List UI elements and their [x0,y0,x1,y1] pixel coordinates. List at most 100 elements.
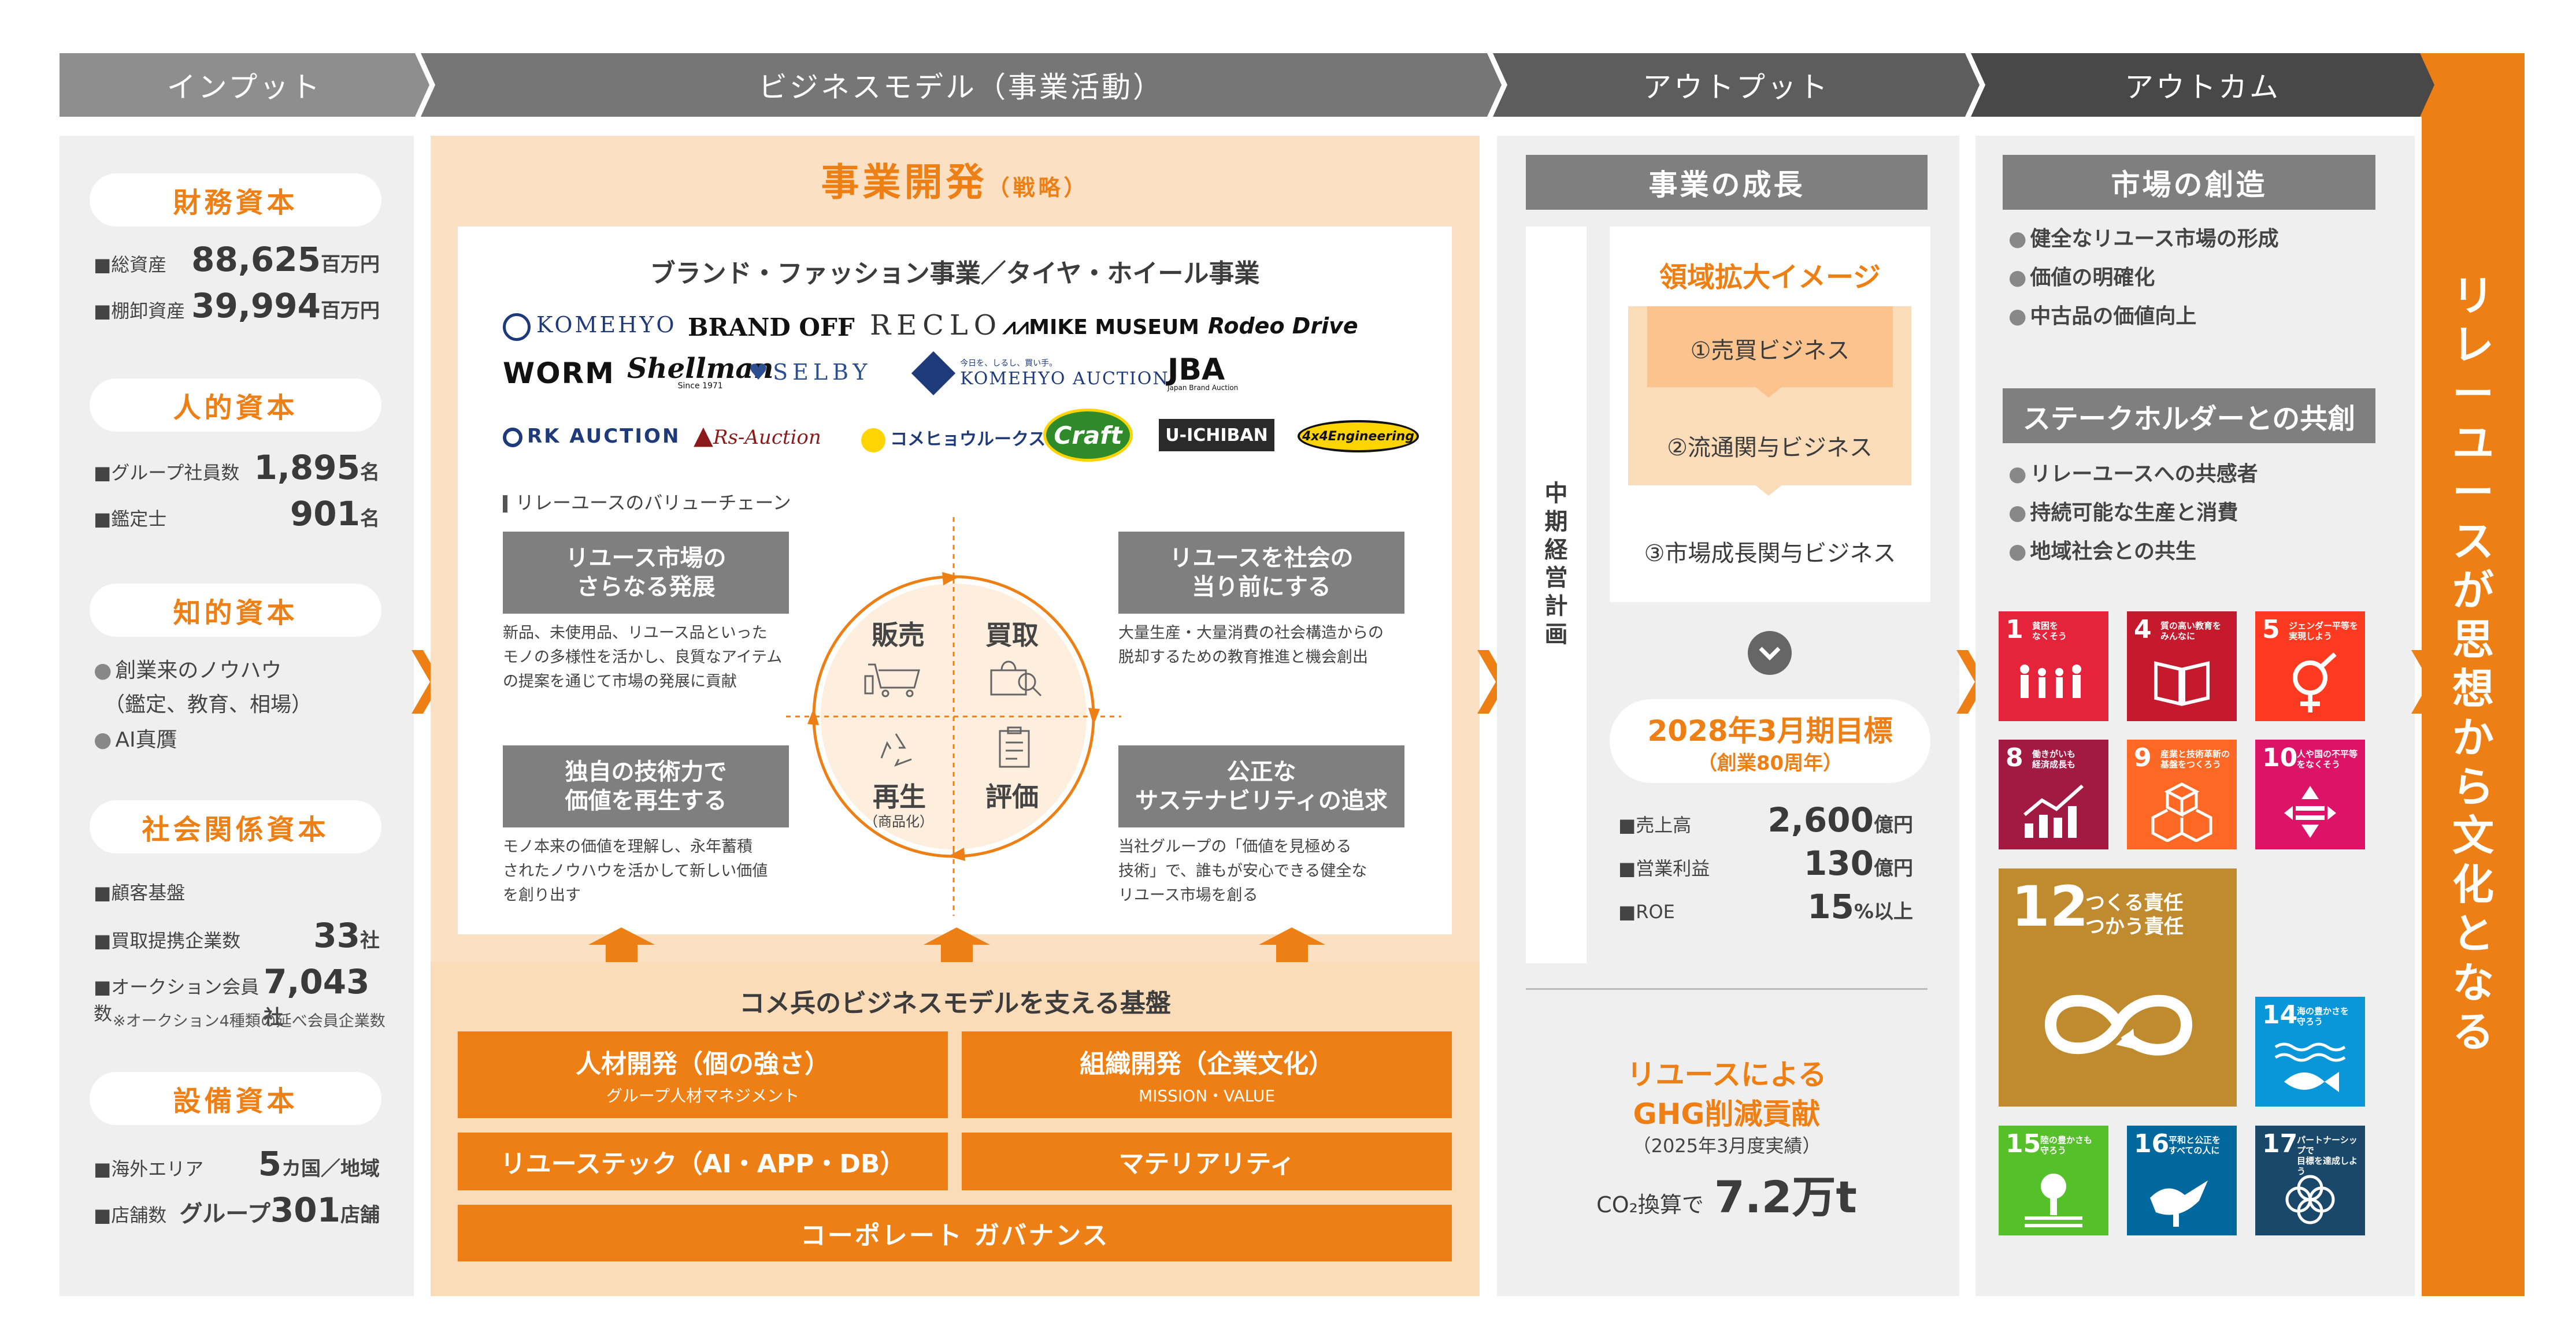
target-title: 2028年3月期目標 [1647,714,1893,748]
selby-heart-icon: ♥ [748,359,773,385]
ghg-title-1: リユースによる [1626,1058,1827,1092]
evaluation-clipboard-icon [999,726,1030,768]
quadrant-tr-title: リユースを社会の当り前にする [1118,532,1404,614]
brand-komehyo: KOMEHYO [503,312,677,341]
chevron-down-icon [1748,631,1792,675]
midterm-label: 中期経営計画 [1544,480,1568,648]
komehyo-logo-icon [503,313,531,341]
header-model: ビジネスモデル（事業活動） [421,53,1502,117]
brand-rodeodrive: Rodeo Drive [1208,313,1358,339]
brand-komehyo-lux: コメヒョウルークス [861,425,1046,452]
header-input: インプット [60,53,429,117]
facility-row-1: ■店舗数 グループ301店舗 [94,1190,380,1230]
quadrant-br-title: 公正なサステナビリティの追求 [1118,745,1404,827]
stakeholder-title: ステークホルダーとの共創 [2003,388,2375,443]
header-outcome-label: アウトカム [2125,70,2281,104]
foundation-title: コメ兵のビジネスモデルを支える基盤 [739,989,1171,1018]
market-item-1: 価値の明確化 [2008,263,2155,293]
intellectual-item-0: 創業来のノウハウ [94,656,281,686]
social-row-1: ■買取提携企業数 33社 [94,916,380,955]
human-row-0: ■グループ社員数 1,895名 [94,448,380,487]
market-item-0: 健全なリユース市場の形成 [2008,224,2278,254]
target-row-0: ■売上高 2,600億円 [1618,800,1913,840]
sdg-12-infinity-icon [2044,994,2193,1056]
sdg-14-icon [2274,1042,2346,1092]
social-row-0: ■顧客基盤 [94,882,186,904]
quadrant-bl-desc: モノ本来の価値を理解し、永年蓄積されたノウハウを活かして新しい価値を創り出す [503,838,768,904]
market-item-2: 中古品の価値向上 [2008,302,2196,332]
value-cycle-diagram [786,517,1121,916]
header-output: アウトプット [1493,53,1980,117]
mikemuseum-logo-icon: ⩘⩘ [1003,313,1029,340]
sdg-15-icon [2025,1174,2082,1227]
value-chain-bar-icon [503,495,507,513]
financial-row-1: ■棚卸資産 39,994百万円 [94,286,380,325]
domain-item-1: ②流通関与ビジネス [1667,435,1873,461]
stake-item-0: リレーユースへの共感者 [2008,459,2258,489]
brand-mikemuseum: ⩘⩘MIKE MUSEUM [1003,313,1199,340]
brand-rsauction: ▲Rs-Auction [694,421,821,450]
sdg-10-icon [2284,786,2336,838]
cycle-buy: 買取 [985,619,1039,651]
brand-komehyo-auction: 今日を、しるし、買い手。 KOMEHYO AUCTION [911,351,1169,395]
cycle-sell: 販売 [872,619,925,651]
brand-worm: WORM [503,357,615,390]
midterm-bar [1526,227,1587,963]
domain-item-0: ①売買ビジネス [1690,337,1850,364]
human-row-1: ■鑑定士 901名 [94,494,380,533]
komehyo-auction-logo-icon [911,351,956,395]
up-arrow-3 [1259,927,1325,962]
domain-item-2: ③市場成長関与ビジネス [1644,540,1896,567]
foundation-hr: 人材開発（個の強さ） グループ人材マネジメント [458,1031,948,1118]
quadrant-tr-desc: 大量生産・大量消費の社会構造からの脱却するための教育推進と機会創出 [1118,624,1384,666]
quadrant-tl-title: リユース市場のさらなる発展 [503,532,789,614]
intellectual-item-2: AI真贋 [94,725,177,755]
market-title: 市場の創造 [2003,155,2375,210]
brand-selby: ♥SELBY [748,359,872,385]
target-row-1: ■営業利益 130億円 [1618,844,1913,883]
appraisal-bag-icon [990,660,1042,697]
brand-reclo: RECLO [870,309,1003,342]
domain-pointer-1 [1754,386,1783,398]
segment-title: ブランド・ファッション事業／タイヤ・ホイール事業 [650,259,1260,288]
foundation-governance: コーポレート ガバナンス [458,1205,1452,1261]
header-output-label: アウトプット [1643,70,1830,104]
ghg-title-2: GHG削減貢献 [1633,1097,1821,1131]
cycle-regen: 再生 [873,781,926,812]
komehyo-lux-logo-icon [861,428,885,452]
growth-title: 事業の成長 [1526,155,1928,210]
business-title: 事業開発（戦略） [821,160,1089,205]
brand-rkauction: RK AUCTION [503,425,680,448]
sdg-8-icon [2023,784,2084,838]
header-input-label: インプット [166,70,323,104]
arrow-outcome-to-final [2411,650,2441,714]
sdg-16-icon [2150,1181,2208,1227]
capital-financial-title: 財務資本 [90,173,381,227]
social-note: ※オークション4種類の延べ会員企業数 [113,1012,386,1030]
final-banner [2422,53,2525,1296]
sdg-1-icon [2020,665,2081,698]
up-arrow-1 [588,927,655,962]
capital-human-title: 人的資本 [90,378,381,432]
quadrant-bl-title: 独自の技術力で価値を再生する [503,745,789,827]
brand-jba: JBA Japan Brand Auction [1167,352,1239,392]
brand-shellman: Shellman Since 1971 [627,352,774,391]
intellectual-item-1: （鑑定、教育、相場） [104,693,313,717]
value-chain-title: リレーユースのバリューチェーン [503,488,791,515]
quadrant-tl-desc: 新品、未使用品、リユース品といったモノの多様性を活かし、良質なアイテムの提案を通… [503,624,783,691]
target-sub: （創業80周年） [1697,752,1843,775]
sdg-17-icon [2285,1175,2335,1224]
stake-item-1: 持続可能な生産と消費 [2008,498,2238,528]
brand-4x4engineering: 4x4Engineering [1298,420,1419,452]
domain-ring-1 [1647,306,1893,387]
quadrant-br-desc: 当社グループの「価値を見極める技術」で、誰もが安心できる健全なリユース市場を創る [1118,838,1367,904]
stake-item-2: 地域社会との共生 [2008,537,2196,567]
final-banner-text: リレーユースが思想から文化となる [2452,272,2494,1057]
brand-craft: Craft [1043,409,1133,462]
